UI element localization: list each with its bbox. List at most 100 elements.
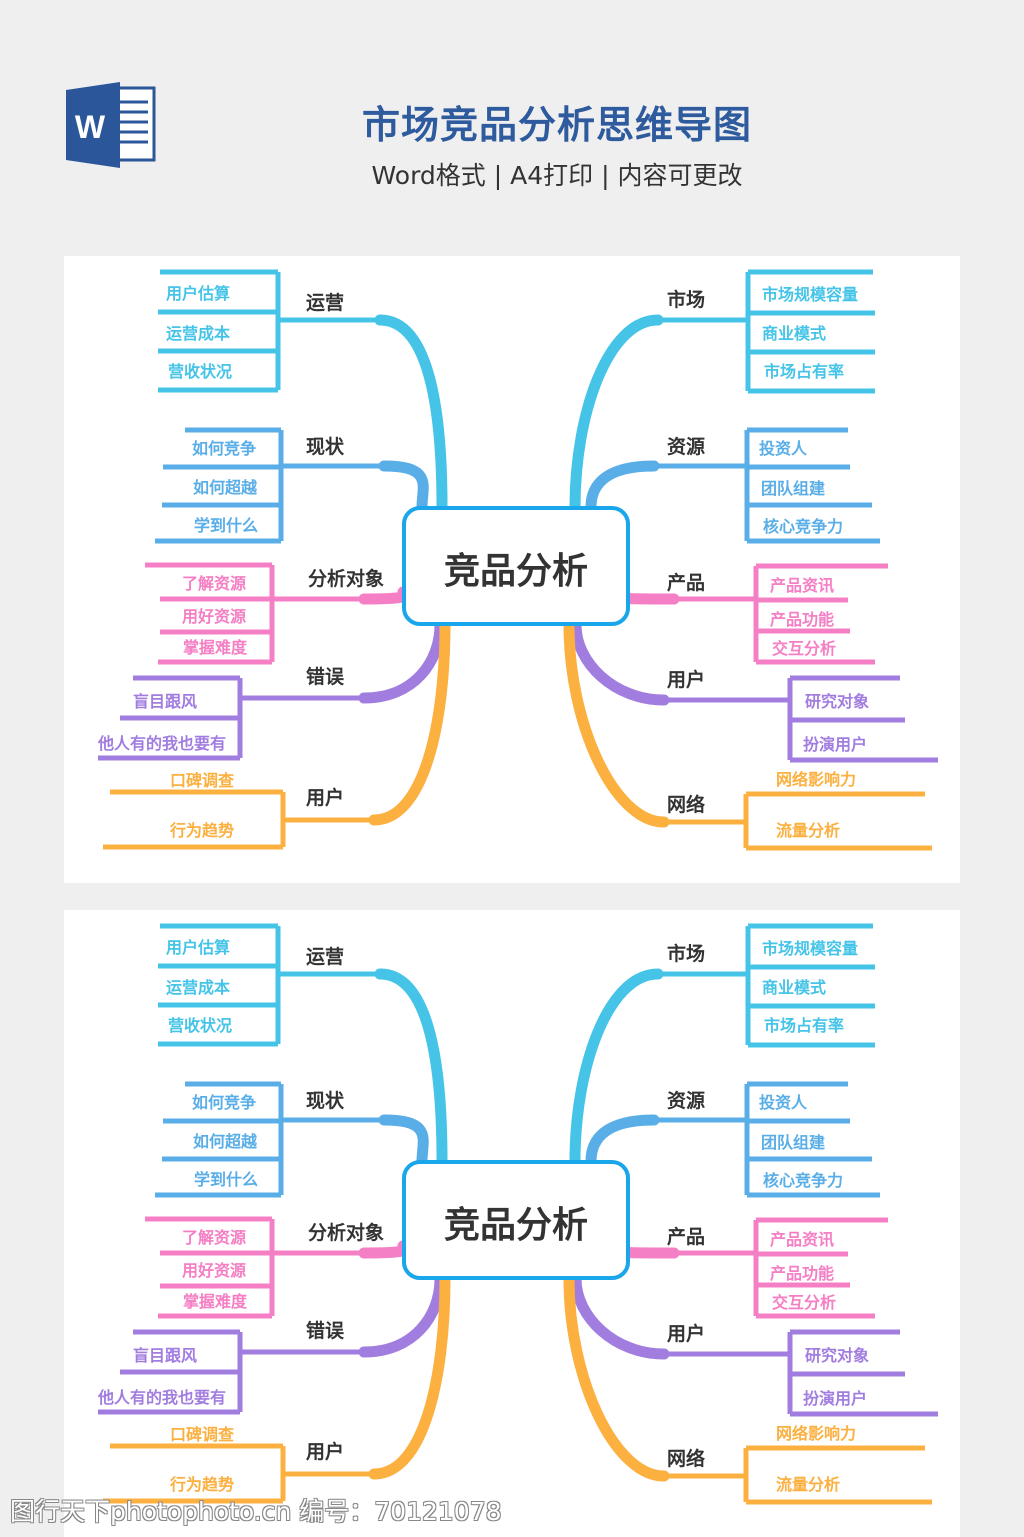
branch-connector-thick bbox=[358, 619, 446, 704]
child-node[interactable]: 流量分析 bbox=[776, 1475, 840, 1494]
branch-connector-thick bbox=[569, 314, 664, 513]
child-node[interactable]: 如何超越 bbox=[193, 1132, 258, 1151]
child-node[interactable]: 掌握难度 bbox=[183, 638, 248, 657]
child-node[interactable]: 掌握难度 bbox=[183, 1292, 248, 1311]
watermark: 图行天下photophoto.cn 编号：70121078 bbox=[10, 1497, 502, 1526]
child-node[interactable]: 扮演用户 bbox=[803, 1389, 867, 1408]
child-node[interactable]: 学到什么 bbox=[194, 516, 258, 535]
branch-label[interactable]: 用户 bbox=[306, 786, 344, 809]
child-node[interactable]: 了解资源 bbox=[182, 574, 246, 593]
child-node[interactable]: 核心竞争力 bbox=[763, 1171, 843, 1190]
branch-label[interactable]: 网络 bbox=[667, 1447, 705, 1470]
center-node-box bbox=[402, 506, 630, 626]
branch-label[interactable]: 分析对象 bbox=[308, 1221, 384, 1244]
child-node[interactable]: 他人有的我也要有 bbox=[97, 734, 226, 753]
child-node[interactable]: 网络影响力 bbox=[776, 1424, 856, 1443]
child-node[interactable]: 市场占有率 bbox=[764, 362, 844, 381]
child-node[interactable]: 行为趋势 bbox=[169, 821, 234, 840]
mindmap-panel: 运营 用户估算运营成本营收状况现状 如何竞争如何超越学到什么分析对象 了解资源用好资源… bbox=[64, 910, 960, 1537]
branch-connector-thick bbox=[358, 1273, 446, 1358]
child-node[interactable]: 产品功能 bbox=[770, 1264, 834, 1283]
branch-label[interactable]: 资源 bbox=[667, 435, 705, 458]
branch-label[interactable]: 错误 bbox=[306, 665, 345, 688]
page-subtitle: Word格式 | A4打印 | 内容可更改 bbox=[371, 161, 743, 190]
child-node[interactable]: 交互分析 bbox=[772, 1293, 836, 1312]
child-node[interactable]: 商业模式 bbox=[762, 978, 826, 997]
child-node[interactable]: 市场占有率 bbox=[764, 1016, 844, 1035]
mindmap-panel: 运营 用户估算运营成本营收状况现状 如何竞争如何超越学到什么分析对象 了解资源用好资源… bbox=[64, 256, 960, 883]
child-node[interactable]: 他人有的我也要有 bbox=[97, 1388, 226, 1407]
child-node[interactable]: 口碑调查 bbox=[170, 771, 234, 790]
branch-label[interactable]: 网络 bbox=[667, 793, 705, 816]
center-node-box bbox=[402, 1160, 630, 1280]
child-node[interactable]: 运营成本 bbox=[166, 324, 230, 343]
child-node[interactable]: 营收状况 bbox=[168, 1016, 232, 1035]
child-node[interactable]: 投资人 bbox=[759, 439, 808, 458]
child-node[interactable]: 团队组建 bbox=[761, 479, 825, 498]
child-node[interactable]: 盲目跟风 bbox=[133, 1346, 197, 1365]
branch-label[interactable]: 运营 bbox=[306, 945, 344, 968]
child-node[interactable]: 用户估算 bbox=[166, 284, 230, 303]
child-node[interactable]: 如何竞争 bbox=[192, 1093, 256, 1112]
child-node[interactable]: 团队组建 bbox=[761, 1133, 825, 1152]
child-node[interactable]: 了解资源 bbox=[182, 1228, 246, 1247]
branch-connector-thick bbox=[569, 968, 664, 1167]
child-node[interactable]: 流量分析 bbox=[776, 821, 840, 840]
branch-label[interactable]: 产品 bbox=[667, 571, 705, 594]
branch-label[interactable]: 市场 bbox=[667, 288, 705, 311]
branch-label[interactable]: 市场 bbox=[667, 942, 705, 965]
child-node[interactable]: 产品资讯 bbox=[770, 1230, 834, 1249]
child-node[interactable]: 产品功能 bbox=[770, 610, 834, 629]
child-node[interactable]: 交互分析 bbox=[772, 639, 836, 658]
branch-connector-thick bbox=[374, 314, 448, 513]
child-node[interactable]: 盲目跟风 bbox=[133, 692, 197, 711]
child-node[interactable]: 市场规模容量 bbox=[762, 939, 858, 958]
child-node[interactable]: 产品资讯 bbox=[770, 576, 834, 595]
child-node[interactable]: 研究对象 bbox=[805, 1346, 869, 1365]
child-node[interactable]: 营收状况 bbox=[168, 362, 232, 381]
branch-label[interactable]: 现状 bbox=[306, 435, 345, 458]
child-node[interactable]: 行为趋势 bbox=[169, 1475, 234, 1494]
branch-label[interactable]: 现状 bbox=[306, 1089, 345, 1112]
child-node[interactable]: 扮演用户 bbox=[803, 735, 867, 754]
child-node[interactable]: 用好资源 bbox=[182, 607, 246, 626]
branch-label[interactable]: 产品 bbox=[667, 1225, 705, 1248]
child-node[interactable]: 投资人 bbox=[759, 1093, 808, 1112]
child-node[interactable]: 研究对象 bbox=[805, 692, 869, 711]
page-title: 市场竞品分析思维导图 bbox=[361, 103, 752, 147]
center-node[interactable]: 竞品分析 bbox=[402, 1160, 630, 1280]
branch-connector-thick bbox=[570, 1273, 670, 1360]
child-node[interactable]: 用好资源 bbox=[182, 1261, 246, 1280]
child-node[interactable]: 网络影响力 bbox=[776, 770, 856, 789]
branch-label[interactable]: 资源 bbox=[667, 1089, 705, 1112]
child-node[interactable]: 市场规模容量 bbox=[762, 285, 858, 304]
child-node[interactable]: 核心竞争力 bbox=[763, 517, 843, 536]
branch-label[interactable]: 用户 bbox=[667, 1322, 705, 1345]
branch-label[interactable]: 用户 bbox=[306, 1440, 344, 1463]
branch-connector-thick bbox=[585, 460, 660, 513]
child-node[interactable]: 用户估算 bbox=[166, 938, 230, 957]
branch-label[interactable]: 错误 bbox=[306, 1319, 345, 1342]
child-node[interactable]: 如何超越 bbox=[193, 478, 258, 497]
branch-label[interactable]: 分析对象 bbox=[308, 567, 384, 590]
child-node[interactable]: 运营成本 bbox=[166, 978, 230, 997]
child-node[interactable]: 如何竞争 bbox=[192, 439, 256, 458]
center-node[interactable]: 竞品分析 bbox=[402, 506, 630, 626]
branch-label[interactable]: 用户 bbox=[667, 668, 705, 691]
branch-label[interactable]: 运营 bbox=[306, 291, 344, 314]
child-node[interactable]: 口碑调查 bbox=[170, 1425, 234, 1444]
child-node[interactable]: 学到什么 bbox=[194, 1170, 258, 1189]
child-node[interactable]: 商业模式 bbox=[762, 324, 826, 343]
